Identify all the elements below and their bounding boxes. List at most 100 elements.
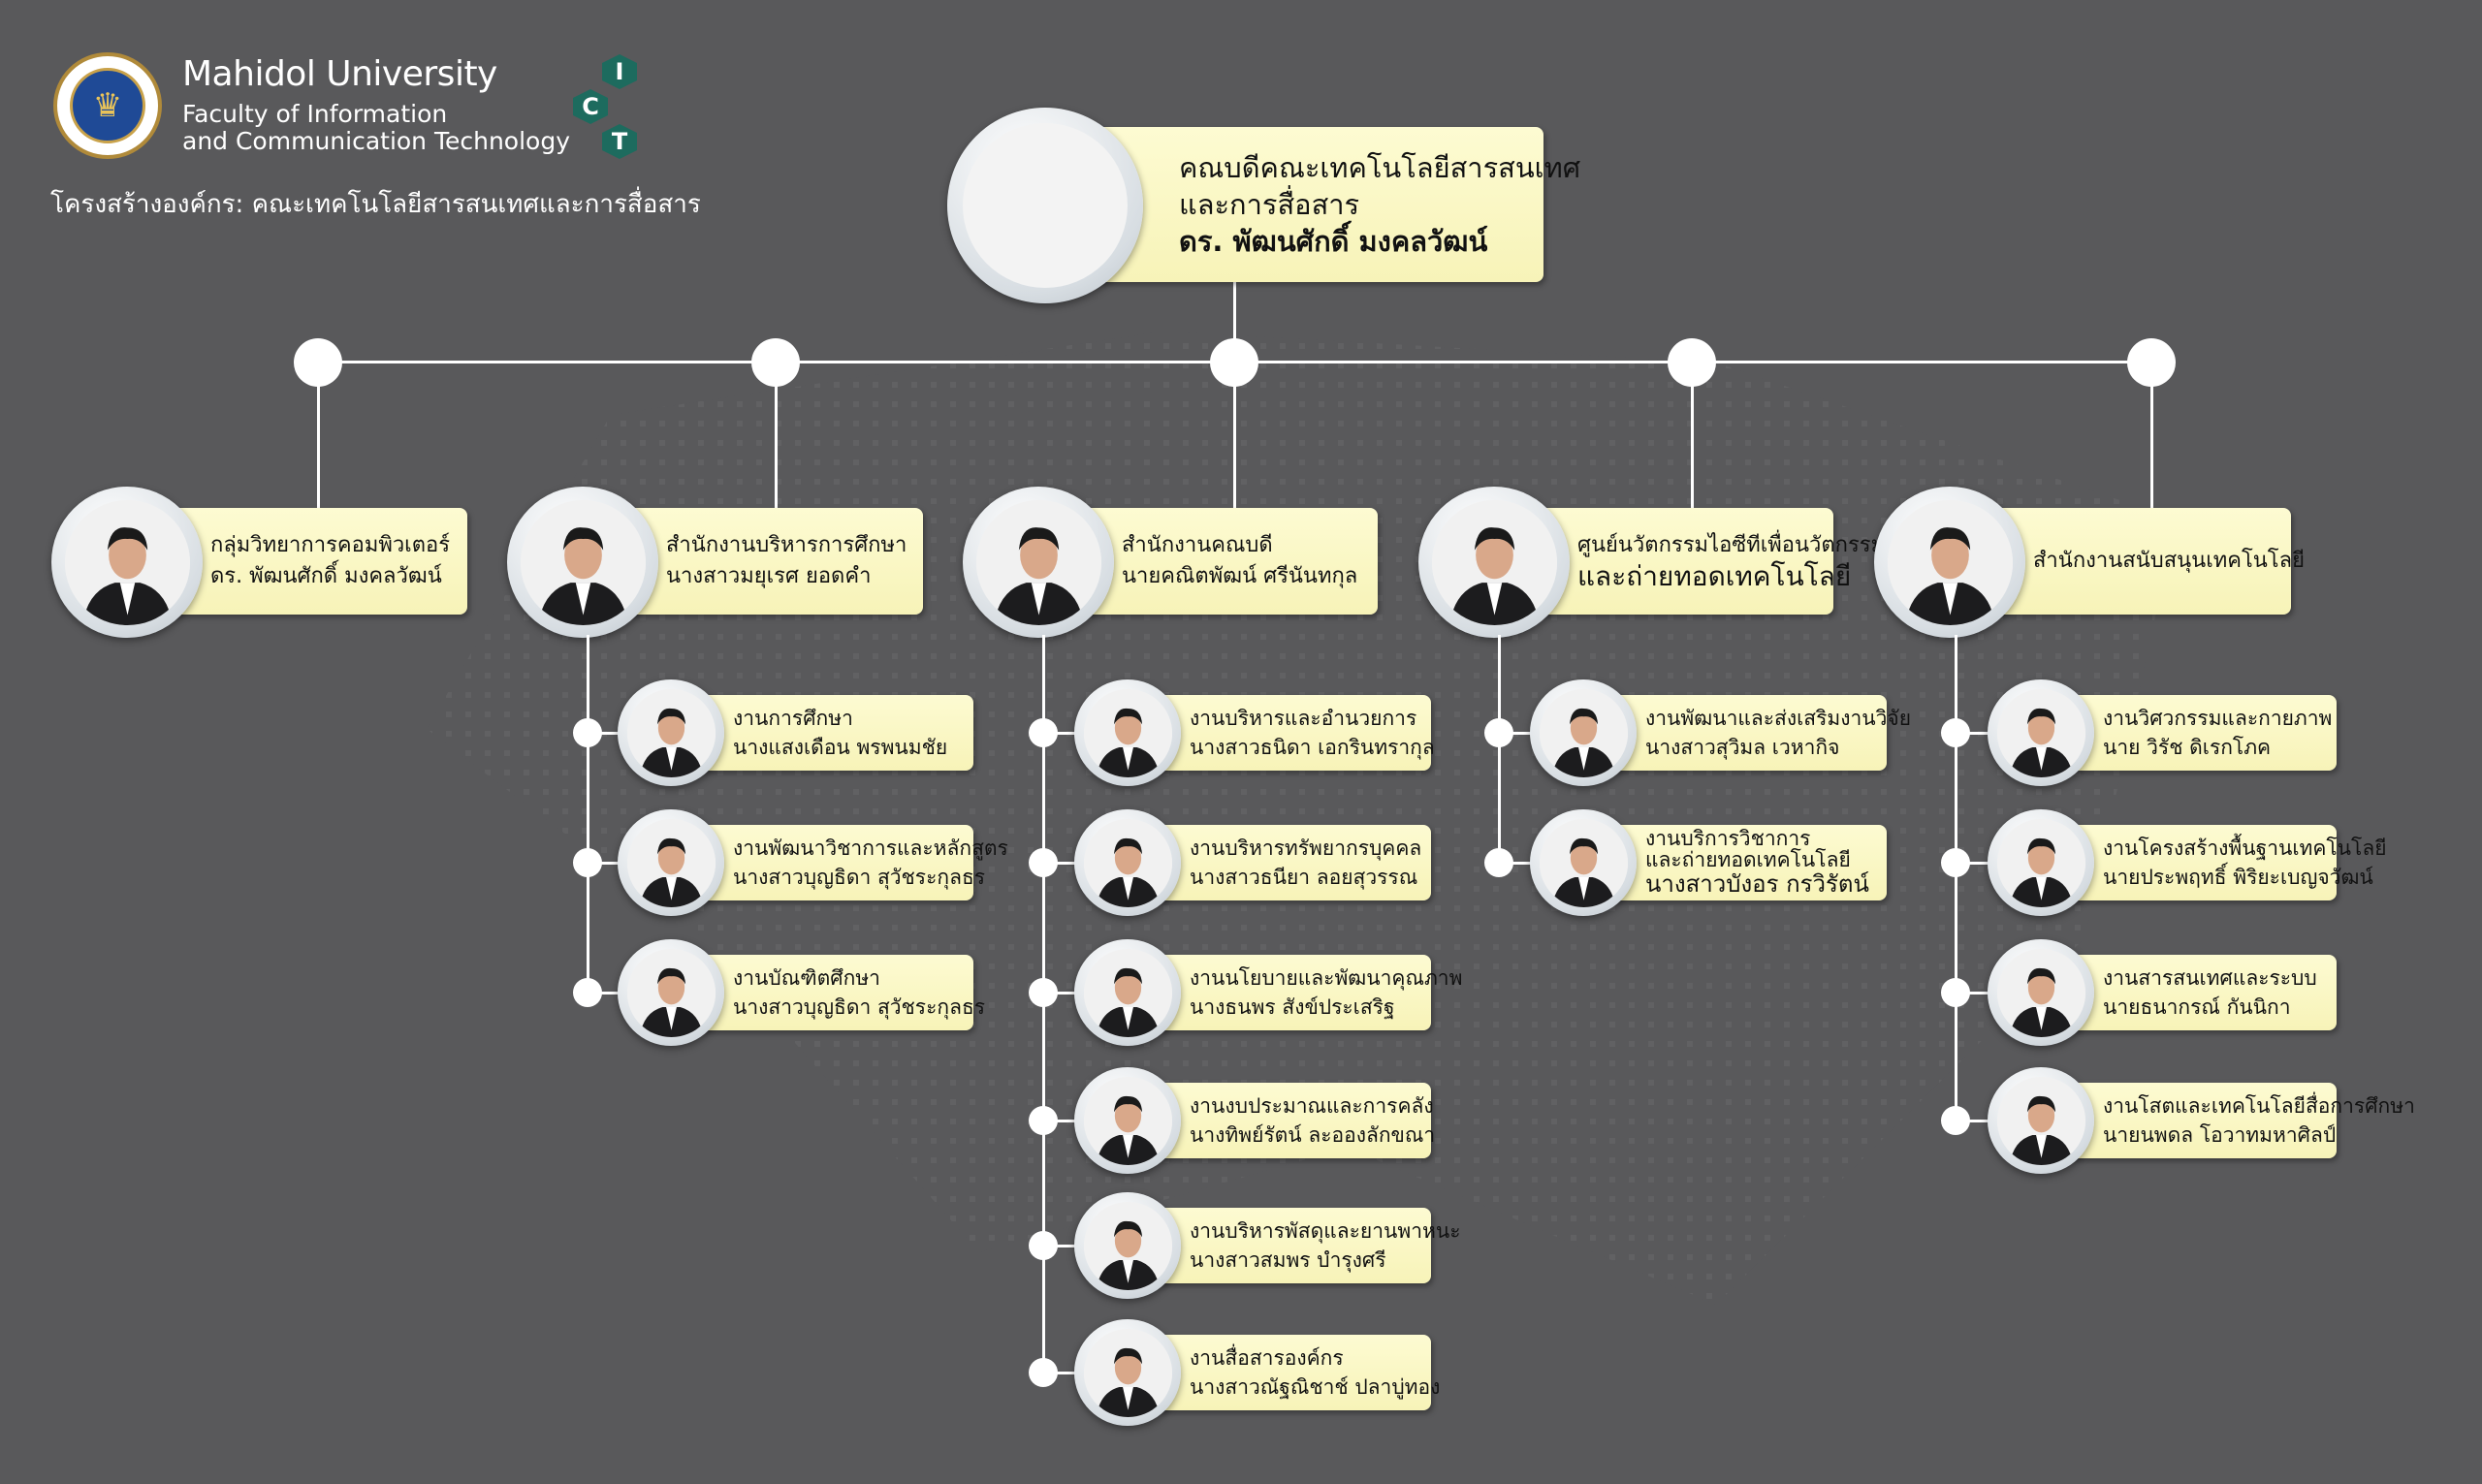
ict-letter-t: T (602, 124, 637, 159)
faculty-line-1: Faculty of Information (182, 100, 448, 128)
branch-dot (1941, 1106, 1970, 1135)
department-head-photo (507, 487, 658, 638)
subunit-head-name: นางสาวบังอร กรวิรัตน์ (1645, 870, 1869, 898)
subunit-box: งานบัณฑิตศึกษานางสาวบุญธิดา สุวัชระกุลธร (671, 955, 986, 1030)
subunit-head-photo (618, 809, 724, 916)
mahidol-seal-logo: ♛ (53, 52, 162, 159)
connector-line (1233, 282, 1236, 363)
branch-dot (1029, 1106, 1058, 1135)
dean-name: ดร. พัฒนศักดิ์ มงคลวัฒน์ (1179, 225, 1488, 258)
subunit-head-photo (1074, 1192, 1181, 1299)
subunit-title: งานบริหารและอำนวยการ (1190, 707, 1417, 730)
subunit-title: งานบริการวิชาการ (1645, 827, 1811, 850)
person-avatar-icon (626, 688, 716, 777)
department-title: กลุ่มวิทยาการคอมพิวเตอร์ (210, 533, 451, 557)
page-title: โครงสร้างองค์กร: คณะเทคโนโลยีสารสนเทศและ… (50, 190, 701, 219)
subunit-head-photo (1074, 939, 1181, 1046)
dean-title: คณบดีคณะเทคโนโลยีสารสนเทศ (1179, 151, 1581, 184)
department-title: ศูนย์นวัตกรรมไอซีทีเพื่อนวัตกรรม (1577, 533, 1886, 557)
junction-dot (1668, 338, 1716, 387)
subunit-head-name: นางสาวบุญธิดา สุวัชระกุลธร (733, 995, 986, 1019)
subunit-box: งานพัฒนาและส่งเสริมงานวิจัยนางสาวสุวิมล … (1583, 695, 1911, 771)
junction-dot (294, 338, 342, 387)
person-avatar-icon (1996, 1076, 2085, 1165)
junction-dot (751, 338, 800, 387)
branch-dot (1029, 718, 1058, 747)
branch-dot (573, 718, 602, 747)
branch-dot (1029, 1231, 1058, 1260)
subunit-title: งานนโยบายและพัฒนาคุณภาพ (1190, 966, 1463, 990)
subunit-title: งานโสตและเทคโนโลยีสื่อการศึกษา (2103, 1094, 2415, 1118)
subunit-head-photo (1988, 939, 2094, 1046)
subunit-head-photo (618, 679, 724, 786)
branch-dot (1484, 848, 1513, 877)
person-avatar-icon (963, 123, 1128, 288)
dean-photo (947, 108, 1143, 303)
branch-dot (573, 848, 602, 877)
subunit-box: งานวิศวกรรมและกายภาพนาย วิรัช ดิเรกโภค (2041, 695, 2337, 771)
connector-line (587, 635, 589, 993)
subunit-head-photo (1988, 679, 2094, 786)
ict-letter-c: C (573, 89, 608, 124)
connector-line (2150, 363, 2153, 508)
subunit-title: งานงบประมาณและการคลัง (1190, 1094, 1434, 1118)
department-head-name: ดร. พัฒนศักดิ์ มงคลวัฒน์ (210, 564, 442, 588)
person-avatar-icon (626, 948, 716, 1037)
subunit-title: งานโครงสร้างพื้นฐานเทคโนโลยี (2103, 837, 2387, 860)
department-title: สำนักงานคณบดี (1122, 533, 1273, 557)
connector-line (1955, 635, 1957, 1121)
subunit-head-name: นางสาวธนียา ลอยสุวรรณ (1190, 866, 1418, 889)
branch-dot (1941, 718, 1970, 747)
subunit-head-name: นายนพดล โอวาทมหาศิลป์ (2103, 1123, 2337, 1147)
person-avatar-icon (1083, 1201, 1172, 1290)
faculty-line-2: and Communication Technology (182, 127, 571, 155)
subunit-head-photo (1074, 1319, 1181, 1426)
person-avatar-icon (1996, 948, 2085, 1037)
subunit-title: งานสื่อสารองค์กร (1190, 1346, 1344, 1370)
person-avatar-icon (1083, 948, 1172, 1037)
person-avatar-icon (64, 499, 190, 625)
subunit-head-name: นางสาวณัฐณิชาช์ ปลาบู่ทอง (1190, 1375, 1441, 1399)
junction-dot (1210, 338, 1258, 387)
person-avatar-icon (1996, 818, 2085, 907)
person-avatar-icon (1887, 499, 2013, 625)
department-head-photo (963, 487, 1114, 638)
subunit-head-photo (1530, 809, 1637, 916)
person-avatar-icon (1083, 818, 1172, 907)
subunit-head-name: นายประพฤทธิ์ พิริยะเบญจวัฒน์ (2103, 866, 2373, 889)
connector-line (775, 363, 778, 508)
subunit-title-line-2: และถ่ายทอดเทคโนโลยี (1645, 848, 1851, 871)
subunit-head-name: นางสาวธนิดา เอกรินทรากุล (1190, 736, 1435, 759)
branch-dot (573, 978, 602, 1007)
subunit-head-photo (1074, 679, 1181, 786)
subunit-head-name: นางธนพร สังข์ประเสริฐ (1190, 995, 1395, 1019)
ict-letter-i: I (602, 54, 637, 89)
person-avatar-icon (1083, 688, 1172, 777)
person-avatar-icon (975, 499, 1101, 625)
person-avatar-icon (1996, 688, 2085, 777)
department-head-photo (1874, 487, 2025, 638)
connector-line (1233, 363, 1236, 508)
department-head-name: นางสาวมยุเรศ ยอดคำ (666, 564, 872, 588)
branch-dot (1941, 848, 1970, 877)
branch-dot (1029, 978, 1058, 1007)
subunit-title: งานการศึกษา (733, 707, 853, 730)
branch-dot (1029, 848, 1058, 877)
person-avatar-icon (626, 818, 716, 907)
department-head-name: และถ่ายทอดเทคโนโลยี (1577, 560, 1852, 592)
dean-title-line-2: และการสื่อสาร (1179, 188, 1360, 221)
subunit-head-name: นางทิพย์รัตน์ ละอองลักขณา (1190, 1123, 1436, 1147)
subunit-head-photo (1074, 809, 1181, 916)
subunit-head-name: นางสาวบุญธิดา สุวัชระกุลธร (733, 866, 986, 889)
connector-line (1691, 363, 1694, 508)
department-head-name: นายคณิตพัฒน์ ศรีนันทกุล (1122, 564, 1358, 588)
faculty-name: Faculty of Information and Communication… (182, 101, 570, 155)
connector-line (317, 363, 320, 508)
department-title: สำนักงานสนับสนุนเทคโนโลยี (2033, 549, 2305, 573)
subunit-title: งานบริหารพัสดุและยานพาหนะ (1190, 1219, 1461, 1243)
subunit-head-photo (618, 939, 724, 1046)
branch-dot (1029, 1358, 1058, 1387)
subunit-head-name: นางสาวสุวิมล เวหากิจ (1645, 736, 1840, 759)
person-avatar-icon (1539, 688, 1628, 777)
subunit-head-photo (1530, 679, 1637, 786)
